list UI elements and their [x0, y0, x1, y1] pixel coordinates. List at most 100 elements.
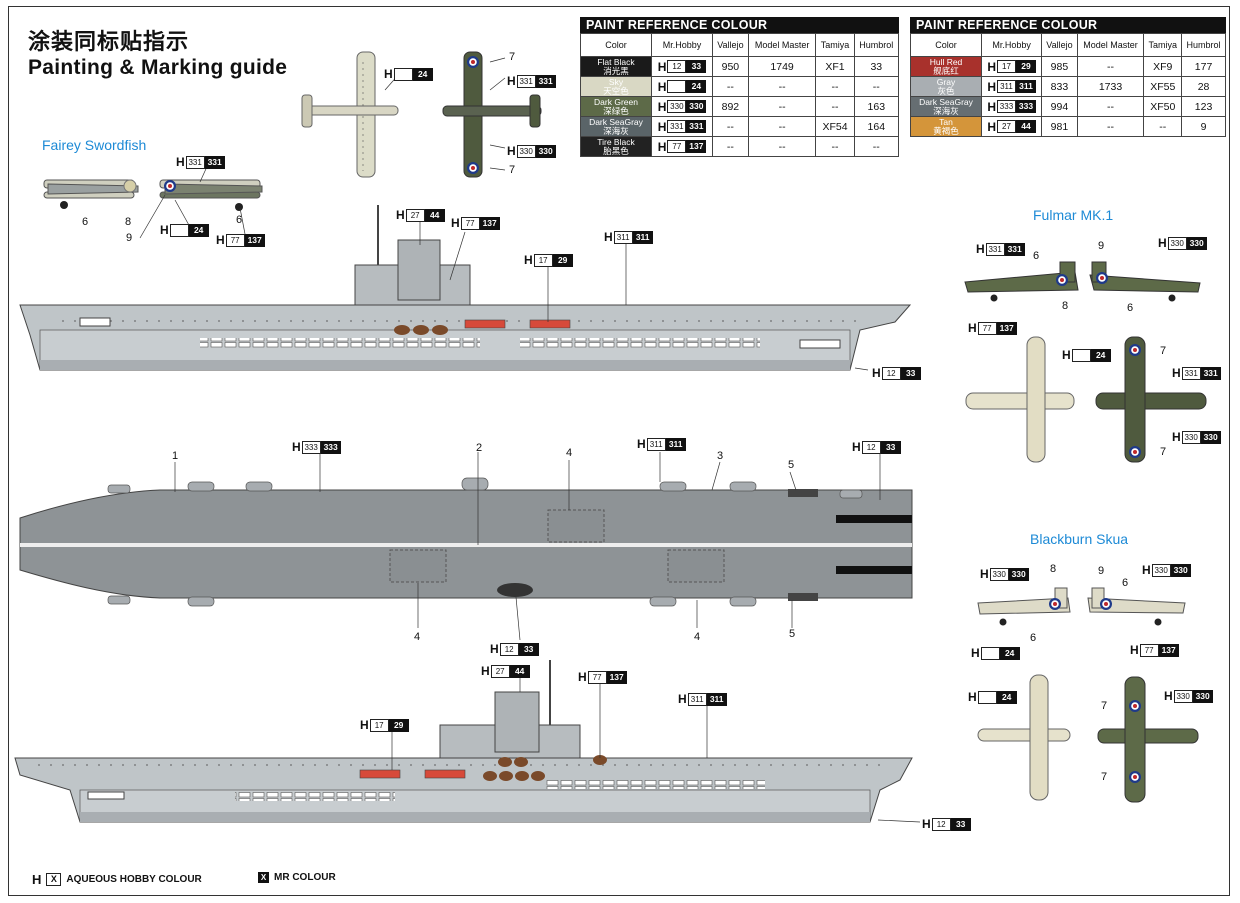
fulmar-side-views — [964, 261, 1201, 302]
title-english: Painting & Marking guide — [28, 56, 288, 79]
color-name-cn: 黄褐色 — [933, 125, 959, 136]
legend-aqueous-label: AQUEOUS HOBBY COLOUR — [66, 874, 202, 885]
color-name: Dark SeaGray — [919, 96, 973, 107]
col-model-master: Model Master — [1076, 33, 1145, 57]
carrier-side-view-lower — [14, 660, 913, 823]
tamiya-code: XF50 — [1143, 96, 1183, 117]
legend-mr-symbol: X — [258, 872, 269, 883]
color-name-cn: 胎黑色 — [603, 145, 629, 156]
humbrol-code: 163 — [853, 96, 900, 117]
color-name-cn: 灰色 — [937, 85, 955, 96]
col-tamiya: Tamiya — [1143, 33, 1183, 57]
col-model-master: Model Master — [747, 33, 817, 57]
model-master-code: -- — [1076, 116, 1145, 137]
humbrol-code: -- — [853, 76, 900, 97]
label-fulmar: Fulmar MK.1 — [1033, 207, 1114, 223]
label-blackburn-skua: Blackburn Skua — [1030, 531, 1129, 547]
skua-side-views — [977, 587, 1186, 626]
humbrol-code: -- — [853, 136, 900, 157]
tamiya-code: XF54 — [815, 116, 855, 137]
part-number: 6 — [1030, 632, 1037, 644]
vallejo-code: 950 — [712, 56, 749, 77]
vallejo-code: 833 — [1041, 76, 1078, 97]
swordfish-side-views — [43, 179, 263, 211]
skua-top-views — [977, 674, 1199, 803]
part-number: 7 — [1101, 700, 1108, 712]
part-number: 7 — [509, 164, 516, 176]
part-number: 4 — [414, 631, 421, 643]
paint-table-left-caption: PAINT REFERENCE COLOUR — [580, 17, 899, 33]
color-name-cn: 深海灰 — [603, 125, 629, 136]
col-color: Color — [910, 33, 982, 57]
part-number: 4 — [566, 447, 573, 459]
col-humbrol: Humbrol — [853, 33, 900, 57]
tamiya-code: -- — [815, 136, 855, 157]
legend-aqueous: H X AQUEOUS HOBBY COLOUR — [32, 872, 202, 887]
part-number: 4 — [694, 631, 701, 643]
color-name: Sky — [608, 76, 624, 87]
fulmar-top-views — [965, 336, 1207, 463]
vallejo-code: 892 — [712, 96, 749, 117]
leader-lines — [139, 57, 921, 823]
tamiya-code: XF9 — [1143, 56, 1183, 77]
legend-mr-label: MR COLOUR — [274, 872, 336, 883]
humbrol-code: 177 — [1181, 56, 1226, 77]
color-name: Dark SeaGray — [589, 116, 643, 127]
title-chinese: 涂装同标贴指示 — [28, 30, 190, 55]
legend-aqueous-symbol: X — [46, 873, 62, 886]
carrier-deck-plan — [19, 477, 913, 607]
swordfish-top-view-dark — [442, 51, 542, 178]
paint-table-right: PAINT REFERENCE COLOUR Color Mr.Hobby Va… — [910, 17, 1226, 137]
model-master-code: -- — [1076, 96, 1145, 117]
paint-table-right-caption: PAINT REFERENCE COLOUR — [910, 17, 1226, 33]
vallejo-code: 981 — [1041, 116, 1078, 137]
part-number: 1 — [172, 450, 179, 462]
part-number: 6 — [1127, 302, 1134, 314]
part-number: 6 — [82, 216, 89, 228]
color-name: Tan — [939, 116, 953, 127]
model-master-code: -- — [747, 116, 817, 137]
vallejo-code: 985 — [1041, 56, 1078, 77]
tamiya-code: -- — [815, 96, 855, 117]
tamiya-code: XF1 — [815, 56, 855, 77]
color-name-cn: 深绿色 — [603, 105, 629, 116]
part-number: 6 — [1033, 250, 1040, 262]
part-number: 8 — [1062, 300, 1069, 312]
swordfish-top-view-light — [301, 51, 399, 178]
humbrol-code: 28 — [1181, 76, 1226, 97]
part-number: 8 — [1050, 563, 1057, 575]
color-name: Tire Black — [597, 136, 635, 147]
model-master-code: -- — [747, 76, 817, 97]
humbrol-code: 164 — [853, 116, 900, 137]
part-number: 9 — [126, 232, 133, 244]
